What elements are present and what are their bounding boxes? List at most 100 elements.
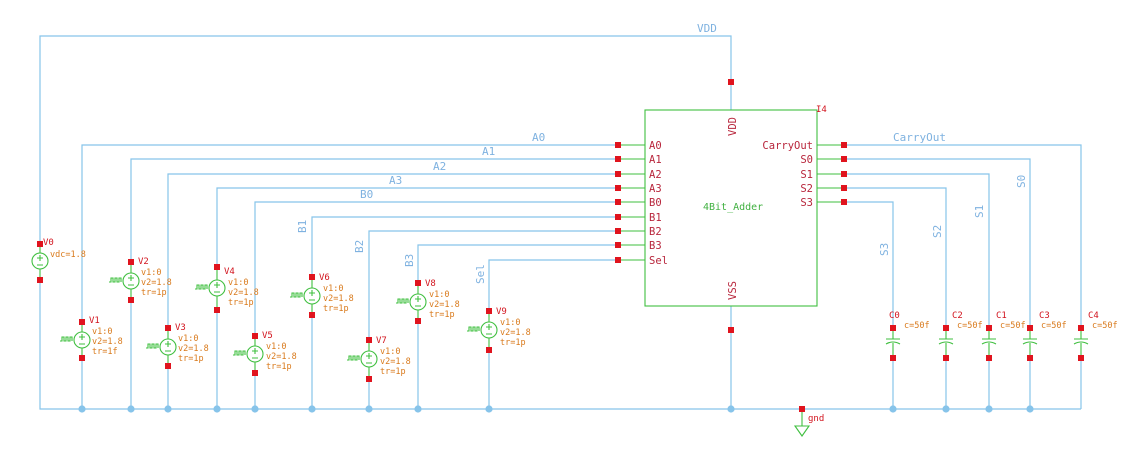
pulse-glyph-icon <box>467 326 480 332</box>
net-a3-wire <box>216 187 617 267</box>
pin-marker <box>986 325 992 331</box>
pin-marker <box>943 355 949 361</box>
pin-marker <box>37 277 43 283</box>
pin-marker <box>309 312 315 318</box>
cap-c4[interactable]: C4 c=50f <box>1073 311 1118 361</box>
net-s0-wire <box>845 158 1031 328</box>
net-a0-wire <box>81 144 617 322</box>
source-param: v1:0 <box>429 290 449 300</box>
source-name: V2 <box>138 257 149 267</box>
pin-marker <box>841 156 847 162</box>
pin-marker <box>728 327 734 333</box>
pin-marker <box>415 280 421 286</box>
pin-label-s1: S1 <box>800 169 813 181</box>
net-label-a0: A0 <box>532 131 545 144</box>
junction-dot <box>213 405 221 413</box>
net-label-b2: B2 <box>353 240 366 253</box>
pulse-glyph-icon <box>109 277 122 283</box>
ground-symbol[interactable]: gnd <box>793 406 824 437</box>
source-param: v2=1.8 <box>141 278 172 288</box>
junction-dot <box>308 405 316 413</box>
pin-marker <box>890 325 896 331</box>
source-param: v1:0 <box>141 268 161 278</box>
pin-marker <box>214 307 220 313</box>
pin-marker <box>366 376 372 382</box>
source-v4[interactable]: V4 v1:0 v2=1.8 tr=1p <box>195 264 259 313</box>
cap-value: c=50f <box>904 321 930 331</box>
pin-marker <box>615 257 621 263</box>
cap-c1[interactable]: C1 c=50f <box>981 311 1026 361</box>
pin-marker <box>615 185 621 191</box>
pin-label-sel: Sel <box>649 255 668 267</box>
cap-name: C4 <box>1088 311 1099 321</box>
ground-label: gnd <box>808 414 824 424</box>
source-name: V8 <box>425 279 436 289</box>
pin-marker <box>1078 355 1084 361</box>
cap-c0[interactable]: C0 c=50f <box>885 311 930 361</box>
junction-dot <box>485 405 493 413</box>
pin-marker <box>890 355 896 361</box>
junction-dot <box>727 405 735 413</box>
pin-marker <box>128 297 134 303</box>
pin-marker <box>943 325 949 331</box>
source-param: v1:0 <box>228 278 248 288</box>
source-v8[interactable]: V8 v1:0 v2=1.8 tr=1p <box>396 279 460 324</box>
junction-dot <box>942 405 950 413</box>
ground-icon <box>793 412 811 437</box>
adder-body[interactable] <box>644 109 818 307</box>
cap-ground-wires <box>892 358 1082 409</box>
vdd-pin-label: VDD <box>727 117 739 136</box>
cap-value: c=50f <box>1041 321 1067 331</box>
pin-label-s2: S2 <box>800 183 813 195</box>
adder-block[interactable]: I4 4Bit_Adder VDD VSS A0 A1 A2 A3 B0 B1 … <box>621 105 841 307</box>
pin-marker <box>615 156 621 162</box>
source-leads <box>309 280 315 312</box>
source-leads <box>252 339 258 370</box>
junction-dot <box>127 405 135 413</box>
source-param: tr=1p <box>429 310 455 320</box>
source-v3[interactable]: V3 v1:0 v2=1.8 tr=1p <box>146 323 209 369</box>
source-v9[interactable]: V9 v1:0 v2=1.8 tr=1p <box>467 307 531 353</box>
source-v1[interactable]: V1 v1:0 v2=1.8 tr=1f <box>60 316 123 361</box>
source-name: V7 <box>376 336 387 346</box>
junction-dot <box>889 405 897 413</box>
pin-marker <box>728 79 734 85</box>
pulse-glyph-icon <box>347 355 360 361</box>
cap-c2[interactable]: C2 c=50f <box>938 311 983 361</box>
pin-marker <box>615 199 621 205</box>
pin-label-s0: S0 <box>800 154 813 166</box>
source-v0[interactable]: V0 vdc=1.8 <box>31 238 86 283</box>
pin-marker <box>252 333 258 339</box>
pin-marker <box>309 274 315 280</box>
source-leads <box>214 270 220 307</box>
net-label-s0: S0 <box>1015 175 1028 188</box>
capacitor-symbol <box>981 331 997 355</box>
pin-marker <box>165 363 171 369</box>
wires <box>39 35 1082 410</box>
net-s1-wire <box>845 173 990 328</box>
vdd-wire <box>39 35 732 244</box>
pin-marker <box>79 319 85 325</box>
net-label-sel: Sel <box>474 264 487 284</box>
pin-marker <box>615 228 621 234</box>
cap-name: C0 <box>889 311 900 321</box>
pin-label-a1: A1 <box>649 154 662 166</box>
source-v2[interactable]: V2 v1:0 v2=1.8 tr=1p <box>109 257 172 303</box>
junction-dot <box>985 405 993 413</box>
source-param: v2=1.8 <box>92 337 123 347</box>
source-param: tr=1f <box>92 347 118 357</box>
cap-name: C1 <box>996 311 1007 321</box>
pin-label-b0: B0 <box>649 197 662 209</box>
net-s3-wire <box>845 201 894 328</box>
source-v7[interactable]: V7 v1:0 v2=1.8 tr=1p <box>347 336 411 382</box>
source-leads <box>415 286 421 318</box>
pin-marker <box>841 142 847 148</box>
source-param: vdc=1.8 <box>50 250 86 260</box>
pin-label-s3: S3 <box>800 197 813 209</box>
cap-value: c=50f <box>1000 321 1026 331</box>
cap-c3[interactable]: C3 c=50f <box>1022 311 1067 361</box>
source-v5[interactable]: V5 v1:0 v2=1.8 tr=1p <box>233 331 297 376</box>
net-label-carryout: CarryOut <box>893 131 946 144</box>
source-v6[interactable]: V6 v1:0 v2=1.8 tr=1p <box>290 273 354 318</box>
source-param: v2=1.8 <box>228 288 259 298</box>
